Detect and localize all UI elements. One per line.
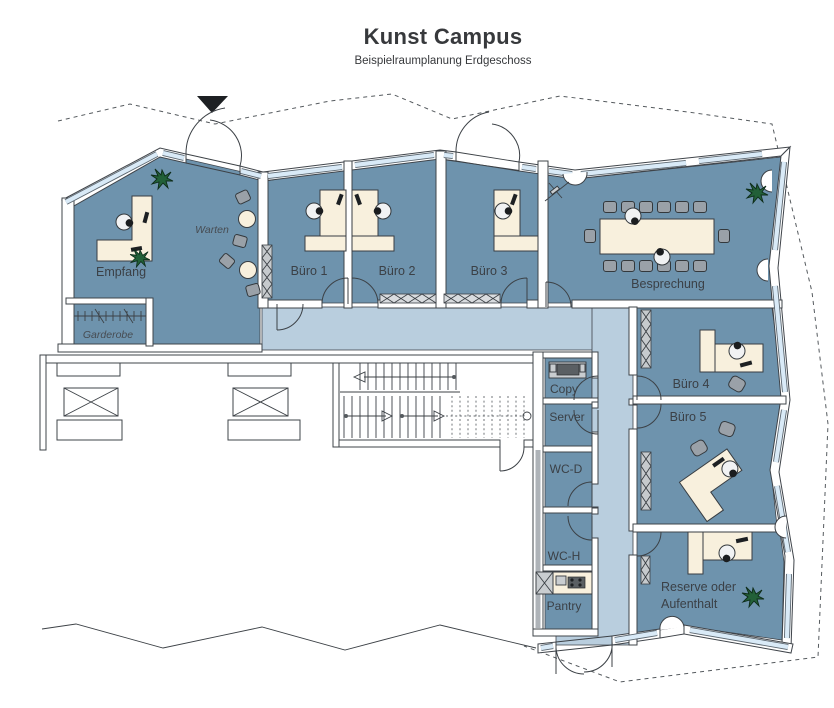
staircase <box>340 363 532 438</box>
side-table <box>238 210 256 228</box>
interior-walls <box>39 150 787 646</box>
room-fill-buero3 <box>445 159 539 304</box>
room-label-buero1: Büro 1 <box>291 264 328 278</box>
door-entrance-2 <box>455 111 521 163</box>
door-besprechung <box>545 281 572 308</box>
door-wch <box>567 515 593 541</box>
corridor-horizontal <box>261 306 634 351</box>
door-copy <box>573 375 599 401</box>
room-label-buero5: Büro 5 <box>670 410 707 424</box>
garderobe-rack-icon <box>74 308 146 324</box>
door-buero4 <box>636 375 662 401</box>
windows <box>64 150 792 651</box>
pantry-kitchenette-icon <box>535 571 593 595</box>
room-label-pantry: Pantry <box>547 599 582 613</box>
copy-machine-icon <box>548 361 587 379</box>
canopy-dashed-outline <box>41 93 829 683</box>
columns-and-grilles <box>261 244 652 585</box>
door-buero5 <box>636 403 662 429</box>
furniture-besprechung <box>544 181 730 272</box>
break-line-zigzag <box>41 623 537 651</box>
furniture-buero1 <box>304 189 347 252</box>
reception-desk <box>96 195 153 262</box>
door-empfang-corridor <box>276 303 304 331</box>
furniture-buero3 <box>493 189 539 252</box>
room-fill-wcd <box>544 451 593 508</box>
room-labels: Empfang Warten Garderobe Büro 1 Büro 2 B… <box>83 224 736 613</box>
door-buero1 <box>321 277 349 305</box>
room-label-reserve-2: Aufenthalt <box>661 597 718 611</box>
room-label-buero3: Büro 3 <box>471 264 508 278</box>
door-entrance-main <box>185 107 242 167</box>
room-label-warten: Warten <box>195 224 229 236</box>
door-buero2 <box>351 277 379 305</box>
room-label-buero2: Büro 2 <box>379 264 416 278</box>
door-wcd <box>567 481 593 507</box>
door-server <box>573 409 599 435</box>
entrance-arrow-icon <box>197 96 228 113</box>
room-label-wcd: WC-D <box>550 462 583 476</box>
room-label-reserve-1: Reserve oder <box>661 580 736 594</box>
room-label-besprechung: Besprechung <box>631 277 705 291</box>
wall-niches <box>562 169 787 631</box>
page-title: Kunst Campus <box>364 24 523 49</box>
furniture-reserve <box>687 531 753 575</box>
furniture-buero4 <box>699 329 764 394</box>
room-label-copy: Copy <box>550 382 578 396</box>
elevator-shafts <box>56 362 301 441</box>
furniture-empfang <box>74 195 153 324</box>
doors <box>185 107 662 675</box>
door-exit-south <box>555 640 613 675</box>
furniture-warten <box>217 188 262 298</box>
conference-table <box>599 218 715 255</box>
room-label-wch: WC-H <box>548 549 581 563</box>
furniture-buero2 <box>351 189 395 252</box>
side-table <box>239 261 257 279</box>
room-label-server: Server <box>549 410 584 424</box>
room-label-garderobe: Garderobe <box>83 329 133 341</box>
page-subtitle: Beispielraumplanung Erdgeschoss <box>354 55 531 67</box>
door-buero3 <box>500 277 528 305</box>
door-stairs <box>499 446 525 472</box>
room-label-buero4: Büro 4 <box>673 377 710 391</box>
room-label-empfang: Empfang <box>96 265 146 279</box>
furniture-buero5 <box>678 419 743 523</box>
